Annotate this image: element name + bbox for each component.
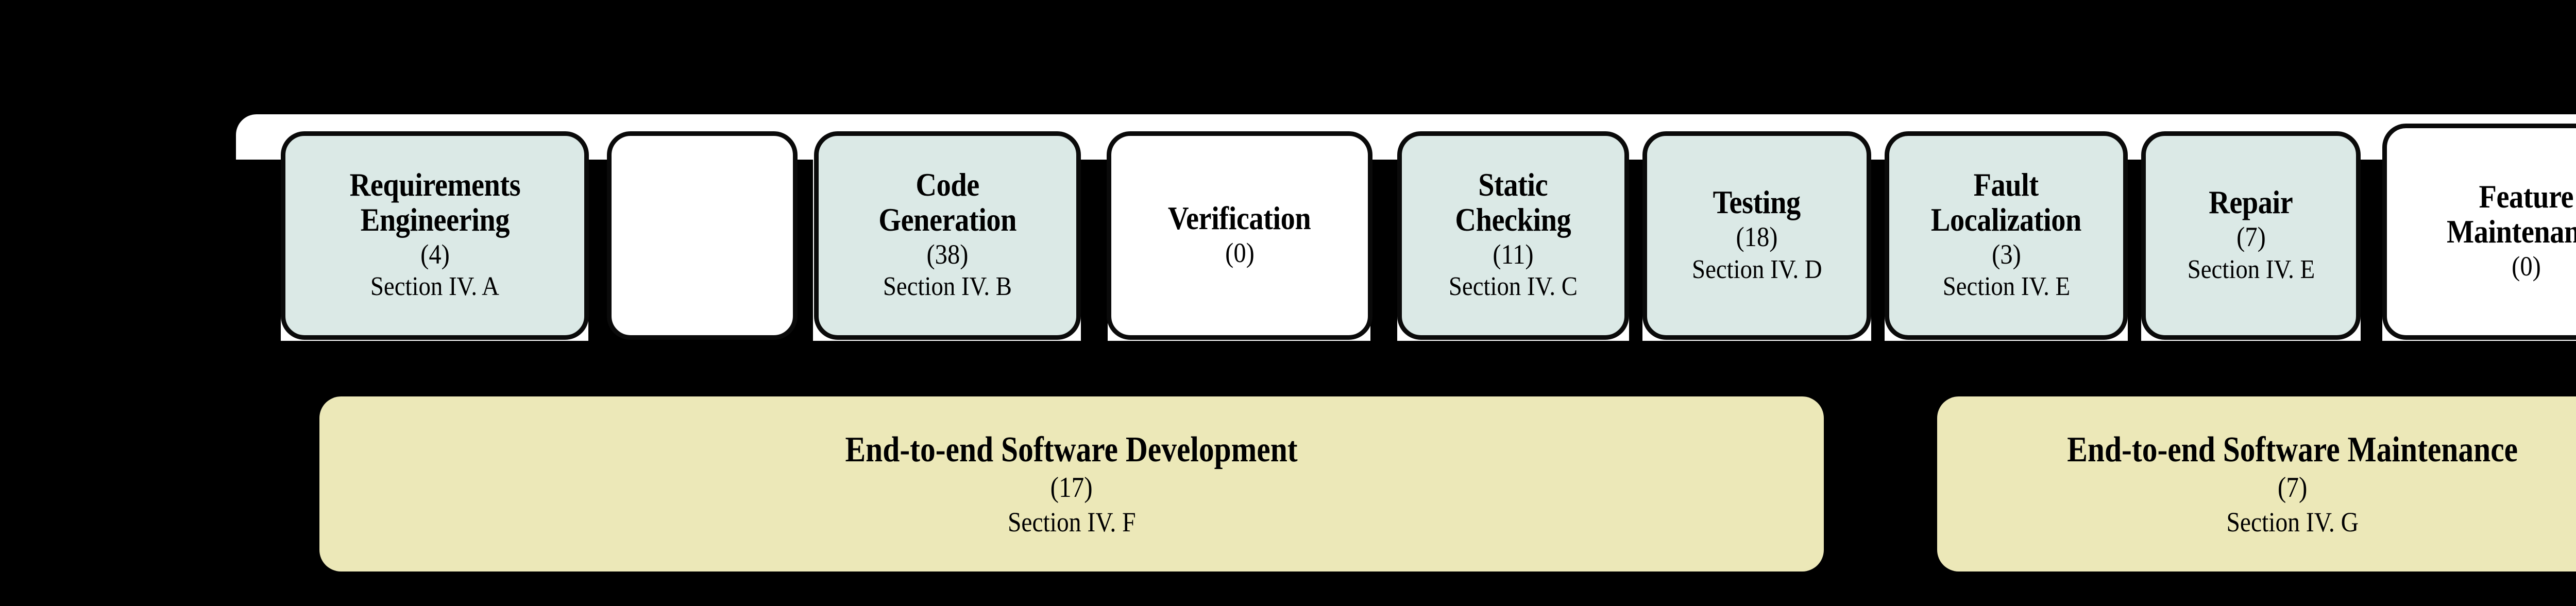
stage-title-line-2: Generation [878, 201, 1016, 238]
band-mask-gap-5 [1629, 160, 1642, 345]
stage-title-line-2: Localization [1931, 201, 2081, 238]
stage-section: Section IV. A [370, 272, 500, 302]
stage-repair[interactable]: Repair (7) Section IV. E [2141, 131, 2361, 340]
stage-title-line-2: Checking [1455, 201, 1571, 238]
stage-feature-maintenance[interactable]: Feature Maintenance (0) [2382, 124, 2576, 340]
aggregate-count: (17) [1050, 472, 1093, 504]
stage-verification[interactable]: Verification (0) [1107, 131, 1372, 340]
stage-title-line-1: Feature [2479, 178, 2573, 215]
stage-title-line-2: Engineering [360, 201, 510, 238]
stage-unlabeled[interactable] [607, 131, 798, 340]
aggregate-end-to-end-software-development[interactable]: End-to-end Software Development (17) Sec… [319, 396, 1824, 572]
stage-count: (38) [926, 239, 969, 270]
stage-count: (11) [1493, 239, 1534, 270]
band-mask-gap-1 [588, 160, 607, 345]
stage-section: Section IV. C [1448, 272, 1578, 302]
stage-title-line-1: Repair [2209, 184, 2293, 221]
stage-title-line-1: Static [1478, 166, 1548, 203]
aggregate-count: (7) [2278, 472, 2308, 504]
stage-testing[interactable]: Testing (18) Section IV. D [1642, 131, 1871, 340]
stage-title-line-1: Testing [1713, 184, 1801, 221]
stage-count: (0) [2511, 251, 2541, 282]
stage-section: Section IV. B [883, 272, 1012, 302]
stage-fault-localization[interactable]: Fault Localization (3) Section IV. E [1885, 131, 2128, 340]
stage-code-generation[interactable]: Code Generation (38) Section IV. B [814, 131, 1081, 340]
stage-count: (7) [2236, 221, 2266, 253]
stage-requirements-engineering[interactable]: Requirements Engineering (4) Section IV.… [281, 131, 589, 340]
stage-section: Section IV. E [2187, 254, 2315, 284]
band-mask-gap-7 [2128, 160, 2141, 345]
aggregate-end-to-end-software-maintenance[interactable]: End-to-end Software Maintenance (7) Sect… [1937, 396, 2576, 572]
band-mask-gap-6 [1871, 160, 1885, 345]
aggregate-title: End-to-end Software Maintenance [2067, 429, 2518, 470]
band-mask-gap-8 [2361, 160, 2382, 345]
stage-title-line-1: Fault [1973, 166, 2039, 203]
band-mask-gap-4 [1370, 160, 1397, 345]
aggregate-section: Section IV. G [2226, 506, 2359, 538]
stage-count: (0) [1225, 237, 1255, 268]
stage-count: (18) [1736, 221, 1778, 253]
aggregate-section: Section IV. F [1007, 506, 1136, 538]
stage-count: (3) [1991, 239, 2021, 270]
aggregate-title: End-to-end Software Development [845, 429, 1298, 470]
stage-title-line-2: Maintenance [2447, 213, 2576, 250]
stage-section: Section IV. E [1942, 272, 2070, 302]
stage-title-line-1: Verification [1168, 199, 1311, 236]
band-mask-left [0, 160, 281, 345]
band-mask-gap-3 [1081, 160, 1108, 345]
stage-title-line-1: Code [916, 166, 979, 203]
stage-static-checking[interactable]: Static Checking (11) Section IV. C [1397, 131, 1629, 340]
stage-count: (4) [420, 239, 450, 270]
stage-section: Section IV. D [1691, 254, 1822, 284]
band-mask-bottom [0, 341, 2576, 392]
stage-title-line-1: Requirements [349, 166, 520, 203]
